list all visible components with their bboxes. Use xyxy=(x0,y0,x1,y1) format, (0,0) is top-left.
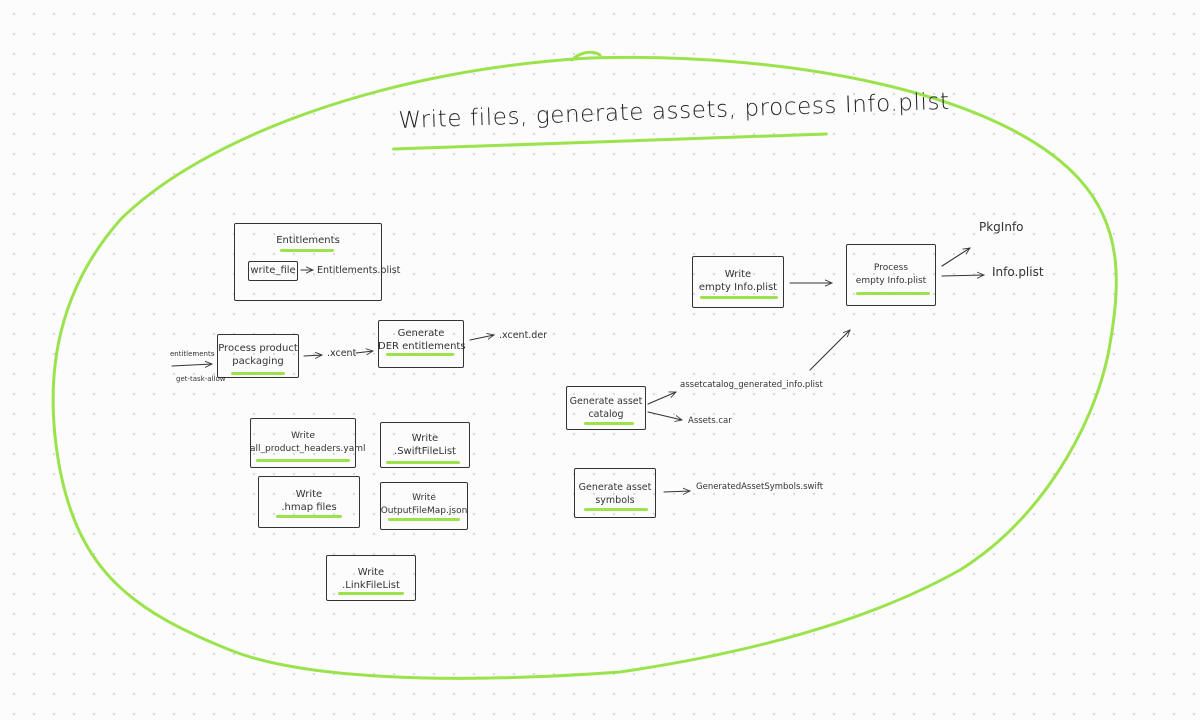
write-headers-yaml-label: Write all_product_headers.yaml xyxy=(250,430,366,456)
arrow-catalog-to-assets-car xyxy=(647,411,682,420)
write-headers-yaml-line1: Write xyxy=(291,431,315,441)
pkg-info-label: PkgInfo xyxy=(979,220,1024,234)
generate-asset-catalog-line2: catalog xyxy=(588,409,624,420)
write-file-label: write_file xyxy=(250,265,296,276)
arrow-process-to-pkginfo xyxy=(941,248,970,267)
process-product-packaging-line2: packaging xyxy=(232,356,284,367)
write-output-file-map-underline xyxy=(388,518,460,521)
generate-asset-catalog-underline xyxy=(584,422,634,425)
write-empty-info-plist-underline xyxy=(700,296,778,299)
write-link-file-list-line1: Write xyxy=(357,567,385,578)
generate-der-line2: DER entitlements xyxy=(378,341,466,352)
write-hmap-node[interactable] xyxy=(258,476,360,528)
write-headers-yaml-line2: all_product_headers.yaml xyxy=(250,444,366,454)
info-plist-label: Info.plist xyxy=(992,265,1044,279)
generate-asset-catalog-label: Generate asset catalog xyxy=(566,395,646,421)
write-headers-yaml-underline xyxy=(256,459,350,462)
write-headers-yaml-node[interactable] xyxy=(250,418,356,468)
process-info-plist-underline xyxy=(856,292,930,295)
write-empty-info-plist-line1: Write xyxy=(724,269,752,280)
entitlements-input-label: entitlements xyxy=(170,350,215,358)
generate-asset-symbols-line1: Generate asset xyxy=(578,482,652,493)
arrow-symbols-to-swift xyxy=(663,491,690,492)
arrow-catalog-to-generated-plist xyxy=(647,391,676,405)
process-product-packaging-line1: Process product xyxy=(218,343,298,354)
get-task-allow-label: get-task-allow xyxy=(176,375,226,383)
entitlements-group-title: Entitlements xyxy=(276,235,340,246)
write-output-file-map-line2: OutputFileMap.json xyxy=(380,506,468,516)
generate-asset-catalog-node[interactable] xyxy=(566,386,646,430)
write-swift-file-list-line2: .SwiftFileList xyxy=(394,446,456,457)
process-info-plist-label: Process empty Info.plist xyxy=(846,262,936,288)
arrow-generated-plist-to-process xyxy=(809,330,850,371)
write-hmap-underline xyxy=(276,515,342,518)
write-link-file-list-node[interactable] xyxy=(326,555,416,601)
entitlements-underline xyxy=(280,249,334,252)
process-product-packaging-node[interactable] xyxy=(217,334,299,378)
write-link-file-list-line2: .LinkFileList xyxy=(342,580,400,591)
assets-car-label: Assets.car xyxy=(688,416,732,426)
generated-asset-symbols-label: GeneratedAssetSymbols.swift xyxy=(696,482,824,492)
write-empty-info-plist-label: Write empty Info.plist xyxy=(692,268,784,294)
write-link-file-list-label: Write .LinkFileList xyxy=(326,566,416,592)
write-hmap-label: Write .hmap files xyxy=(258,488,360,514)
process-info-plist-node[interactable] xyxy=(846,244,936,306)
generate-der-node[interactable] xyxy=(378,320,464,368)
write-swift-file-list-label: Write .SwiftFileList xyxy=(380,432,470,458)
write-output-file-map-node[interactable] xyxy=(380,482,468,530)
group-outline-path xyxy=(51,50,1118,680)
generate-der-label: Generate DER entitlements xyxy=(378,327,466,353)
write-output-file-map-label: Write OutputFileMap.json xyxy=(380,492,468,518)
xcent-label: .xcent xyxy=(327,348,357,359)
arrow-inputs-to-packaging xyxy=(171,364,212,366)
generate-asset-symbols-node[interactable] xyxy=(574,468,656,518)
process-info-plist-line1: Process xyxy=(873,263,909,273)
process-product-packaging-underline xyxy=(231,372,285,375)
write-file-node[interactable] xyxy=(248,261,298,281)
process-product-packaging-label: Process product packaging xyxy=(217,342,299,368)
arrow-der-to-xcent-der xyxy=(469,335,494,341)
generate-asset-symbols-line2: symbols xyxy=(595,495,635,506)
write-empty-info-plist-line2: empty Info.plist xyxy=(698,282,778,293)
generate-asset-symbols-underline xyxy=(584,508,648,511)
process-info-plist-line2: empty Info.plist xyxy=(855,276,927,286)
arrow-process-to-info-plist xyxy=(941,275,984,276)
write-hmap-line2: .hmap files xyxy=(281,502,337,513)
write-swift-file-list-underline xyxy=(386,461,460,464)
entitlements-plist-label: Entitlements.plist xyxy=(317,265,401,276)
generate-der-line1: Generate xyxy=(397,328,445,339)
write-swift-file-list-node[interactable] xyxy=(380,422,470,468)
write-empty-info-plist-node[interactable] xyxy=(692,256,784,308)
xcent-der-label: .xcent.der xyxy=(499,330,548,341)
arrow-xcent-to-der xyxy=(355,351,373,353)
write-output-file-map-line1: Write xyxy=(412,493,436,503)
arrow-packaging-to-xcent xyxy=(303,355,322,356)
write-link-file-list-underline xyxy=(338,592,404,595)
write-hmap-line1: Write xyxy=(295,489,323,500)
generate-asset-catalog-line1: Generate asset xyxy=(569,396,643,407)
entitlements-group-box xyxy=(234,223,382,301)
generate-der-underline xyxy=(386,353,454,356)
assetcatalog-info-plist-label: assetcatalog_generated_info.plist xyxy=(680,380,823,390)
write-swift-file-list-line1: Write xyxy=(411,433,439,444)
generate-asset-symbols-label: Generate asset symbols xyxy=(574,481,656,507)
